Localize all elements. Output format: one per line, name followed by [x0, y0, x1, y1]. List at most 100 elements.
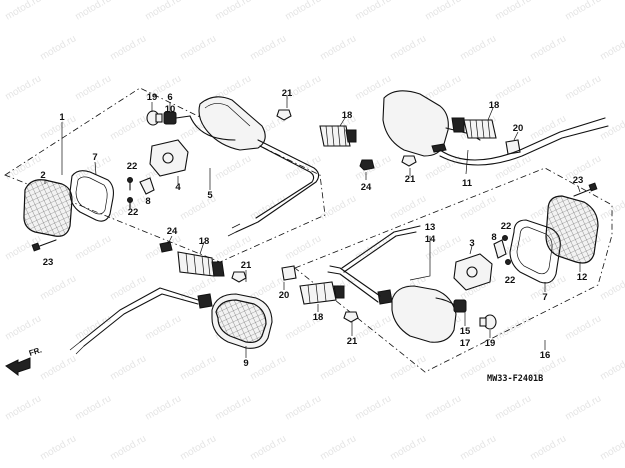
- plate-8-front: [139, 177, 155, 195]
- bulb-socket-6-front: [163, 111, 191, 125]
- watermark-text: motod.ru: [564, 393, 604, 422]
- callout-3: 3: [469, 238, 474, 249]
- diagram-code: MW33-F2401B: [487, 374, 543, 384]
- watermark-text: motod.ru: [424, 393, 464, 422]
- front-left-group-box: [4, 87, 326, 263]
- callout-18b: 18: [489, 100, 500, 111]
- watermark-text: motod.ru: [214, 0, 254, 23]
- watermark-text: motod.ru: [389, 193, 429, 222]
- watermark-text: motod.ru: [529, 433, 569, 462]
- housing-5: [189, 96, 266, 151]
- watermark-text: motod.ru: [284, 233, 324, 262]
- watermark-text: motod.ru: [179, 33, 219, 62]
- watermark-text: motod.ru: [39, 433, 79, 462]
- gasket-7-front: [69, 170, 114, 222]
- watermark-text: motod.ru: [389, 433, 429, 462]
- callout-18d: 18: [313, 312, 324, 323]
- callout-numbers: 1 2 7 22 8 22 23 19 6 10 4 5 21 18 24 21…: [40, 88, 587, 369]
- watermark-text: motod.ru: [249, 193, 289, 222]
- watermark-text: motod.ru: [424, 73, 464, 102]
- callout-24b: 24: [167, 226, 178, 237]
- callout-22a: 22: [127, 161, 138, 172]
- gasket-7-rear: [509, 219, 561, 284]
- callout-21a: 21: [282, 88, 293, 99]
- watermark-text: motod.ru: [354, 393, 394, 422]
- watermark-text: motod.ru: [249, 33, 289, 62]
- watermark-text: motod.ru: [214, 233, 254, 262]
- watermark-text: motod.ru: [319, 433, 359, 462]
- front-arrow: FR.: [5, 345, 43, 376]
- watermark-text: motod.ru: [284, 393, 324, 422]
- callout-6a: 6: [167, 92, 172, 103]
- rear-right-group-box: [294, 167, 613, 373]
- callout-16: 16: [540, 350, 551, 361]
- bulb-socket-15: [435, 297, 467, 313]
- watermark-text: motod.ru: [529, 273, 569, 302]
- watermark-text: motod.ru: [109, 433, 149, 462]
- watermark-text: motod.ru: [459, 433, 499, 462]
- callout-24a: 24: [361, 182, 372, 193]
- watermark-text: motod.ru: [109, 113, 149, 142]
- watermark-text: motod.ru: [599, 433, 625, 462]
- callout-4: 4: [175, 182, 181, 193]
- watermark-text: motod.ru: [389, 353, 429, 382]
- rubber-18-right: [451, 117, 497, 139]
- rubber-18-lower: [177, 251, 225, 277]
- callout-22c: 22: [501, 221, 512, 232]
- bulb-19-rear: [479, 314, 497, 330]
- callout-15: 15: [460, 326, 471, 337]
- watermark-text: motod.ru: [599, 353, 625, 382]
- callout-5: 5: [207, 190, 213, 201]
- callout-21d: 21: [347, 336, 358, 347]
- watermark-text: motod.ru: [564, 73, 604, 102]
- callout-2: 2: [40, 170, 45, 181]
- watermark-text: motod.ru: [179, 353, 219, 382]
- lens-2: [23, 179, 73, 237]
- nut-24-upper: [359, 159, 375, 171]
- watermark-text: motod.ru: [4, 153, 44, 182]
- watermark-text: motod.ru: [424, 0, 464, 23]
- bolt-21-right: [401, 155, 417, 167]
- watermark-text: motod.ru: [39, 273, 79, 302]
- turn-signal-9: [69, 287, 273, 355]
- callout-23b: 23: [573, 175, 584, 186]
- bolt-21-top: [276, 109, 292, 121]
- watermark-text: motod.ru: [4, 313, 44, 342]
- watermark-text: motod.ru: [4, 73, 44, 102]
- bulb-19-front: [146, 110, 163, 126]
- watermark-text: motod.ru: [599, 33, 625, 62]
- watermark-layer: motod.ru motod.ru motod.ru motod.ru motod.ru…: [4, 0, 625, 463]
- screws-22-front: [127, 177, 133, 209]
- socket-3: [453, 253, 493, 291]
- watermark-text: motod.ru: [354, 0, 394, 23]
- watermark-text: motod.ru: [39, 113, 79, 142]
- watermark-text: motod.ru: [494, 0, 534, 23]
- callout-19b: 19: [485, 338, 496, 349]
- watermark-text: motod.ru: [494, 153, 534, 182]
- watermark-text: motod.ru: [109, 33, 149, 62]
- watermark-text: motod.ru: [564, 313, 604, 342]
- watermark-text: motod.ru: [249, 433, 289, 462]
- callout-21c: 21: [241, 260, 252, 271]
- rubber-18-mid: [299, 281, 345, 305]
- leader-lines: [44, 96, 581, 358]
- front-stay-wire: [227, 139, 320, 237]
- callout-23a: 23: [43, 257, 54, 268]
- socket-4: [149, 139, 189, 177]
- callout-19a: 19: [147, 92, 158, 103]
- callout-20a: 20: [513, 123, 524, 134]
- callout-8a: 8: [145, 196, 150, 207]
- callout-18a: 18: [342, 110, 353, 121]
- bolt-21-mid: [343, 311, 359, 323]
- watermark-text: motod.ru: [144, 393, 184, 422]
- watermark-text: motod.ru: [354, 313, 394, 342]
- watermark-text: motod.ru: [39, 353, 79, 382]
- screw-23-front: [31, 239, 57, 252]
- watermark-text: motod.ru: [599, 273, 625, 302]
- callout-14: 14: [425, 234, 436, 245]
- watermark-text: motod.ru: [284, 0, 324, 23]
- watermark-text: motod.ru: [74, 393, 114, 422]
- watermark-text: motod.ru: [459, 193, 499, 222]
- callout-7: 7: [92, 152, 97, 163]
